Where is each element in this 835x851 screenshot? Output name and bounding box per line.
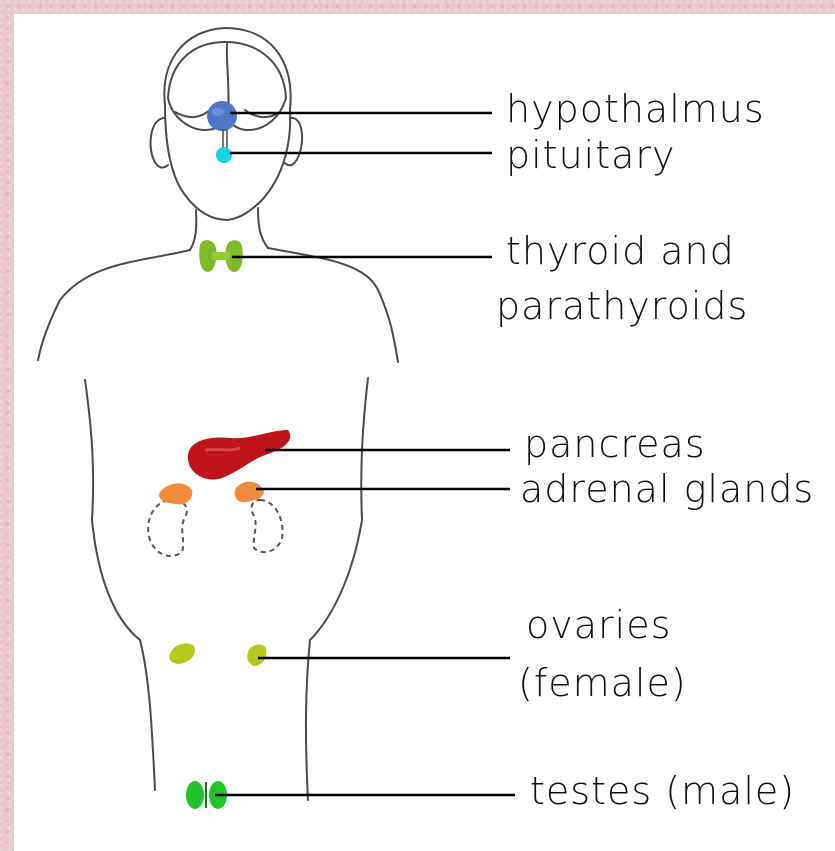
ovary-right [247,645,266,666]
thyroid-isthmus [212,252,230,260]
pancreas-gland [188,430,290,480]
label-thyroid-line2: parathyroids [496,287,748,325]
kidneys [148,500,282,556]
neck-left [190,210,196,250]
label-ovaries-line1: ovaries [526,606,671,644]
glands [159,101,290,809]
left-kidney [148,500,187,556]
label-pancreas: pancreas [524,425,706,463]
adrenal-left [159,483,192,504]
hypothalamus-highlight [212,108,224,116]
label-thyroid-line1: thyroid and [506,232,735,270]
pancreas-highlight [205,448,240,450]
label-hypothalamus: hypothalmus [506,90,765,128]
right-torso-side [306,520,362,800]
neck-right [258,208,268,248]
left-shoulder [38,250,190,360]
left-arm-inner [85,380,93,520]
body-outline [38,28,398,800]
testis-left [186,781,204,809]
brain-fold-left [175,110,210,117]
hypothalamus-gland [207,101,237,131]
right-ear [285,118,302,165]
right-kidney [251,500,282,552]
label-testes: testes (male) [530,772,795,810]
label-adrenal: adrenal glands [520,470,814,508]
ovary-left [169,643,195,664]
label-ovaries-line2: (female) [518,664,687,702]
label-pituitary: pituitary [506,136,676,174]
pituitary-stalk [223,130,227,148]
right-shoulder [268,248,398,362]
pituitary-gland [216,147,232,163]
left-torso-side [92,520,155,790]
